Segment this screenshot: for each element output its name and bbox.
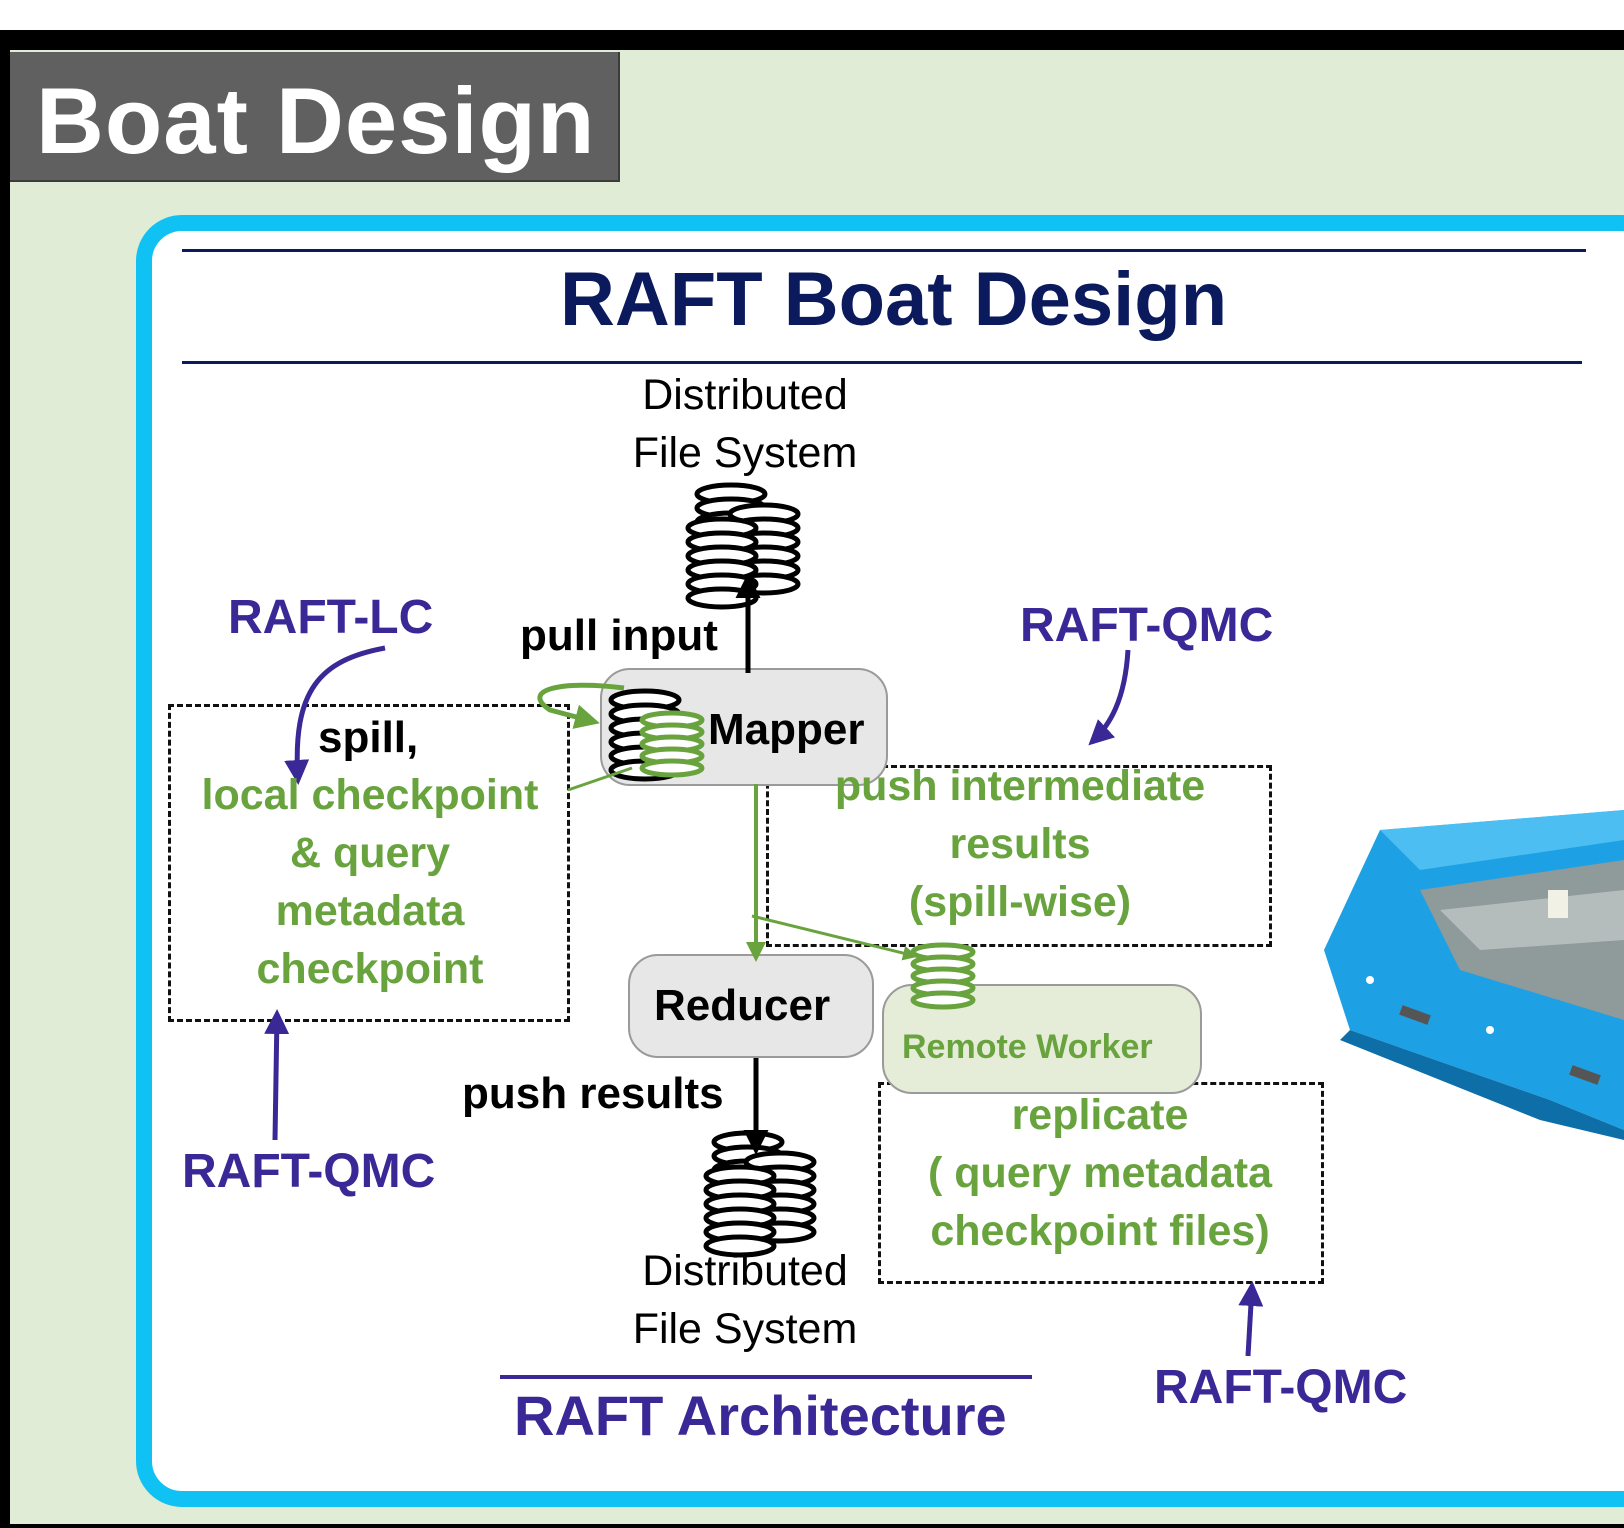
- local-checkpoint-line-4: checkpoint: [256, 945, 484, 993]
- push-intermediate-line-3: (spill-wise): [908, 878, 1132, 926]
- raft-boat-photo: [1324, 810, 1624, 1140]
- dfs-top-line-2: File System: [632, 429, 858, 477]
- dfs-bottom-disk-icon: [706, 1133, 814, 1255]
- raft-lc-label: RAFT-LC: [228, 591, 434, 644]
- raft-qmc-bottom-label: RAFT-QMC: [1154, 1361, 1408, 1414]
- spill-label: spill,: [318, 713, 419, 762]
- local-checkpoint-box: [168, 704, 570, 1022]
- raft-qmc-bottom-arrow: [1238, 1281, 1264, 1357]
- remote-worker-disk-icon: [913, 945, 973, 1007]
- reducer-label: Reducer: [654, 981, 831, 1030]
- dfs-bottom-label: Distributed File System: [610, 1242, 880, 1358]
- spill-loop-arrow: [537, 682, 625, 729]
- dfs-top-disk-icon: [688, 485, 798, 607]
- remote-worker-label: Remote Worker: [902, 1028, 1153, 1066]
- local-checkpoint-line-3: metadata: [275, 887, 465, 935]
- replicate-text: replicate ( query metadata checkpoint fi…: [880, 1086, 1320, 1260]
- dfs-top-label: Distributed File System: [610, 366, 880, 482]
- raft-lc-arrow: [284, 645, 386, 785]
- to-remote-worker-arrow: [751, 914, 918, 961]
- top-strip: [0, 0, 1624, 30]
- dfs-top-line-1: Distributed: [642, 371, 848, 419]
- architecture-caption-rule: [500, 1375, 1032, 1379]
- pull-input-label: pull input: [520, 611, 718, 660]
- local-checkpoint-line-2: & query: [289, 829, 451, 877]
- raft-qmc-top-label: RAFT-QMC: [1020, 599, 1274, 652]
- push-intermediate-text: push intermediate results (spill-wise): [770, 757, 1270, 931]
- architecture-caption: RAFT Architecture: [514, 1384, 1007, 1447]
- title-rule-bottom: [182, 361, 1582, 364]
- push-intermediate-line-1: push intermediate: [834, 762, 1206, 810]
- replicate-line-3: checkpoint files): [930, 1207, 1270, 1255]
- diagram-title: RAFT Boat Design: [560, 257, 1228, 342]
- replicate-line-2: ( query metadata: [927, 1149, 1273, 1197]
- local-checkpoint-text: local checkpoint & query metadata checkp…: [170, 766, 570, 998]
- dfs-bottom-line-2: File System: [632, 1305, 858, 1353]
- slide-title-box: [10, 52, 620, 182]
- push-results-label: push results: [462, 1069, 724, 1118]
- raft-qmc-top-arrow: [1088, 649, 1131, 746]
- local-checkpoint-line-1: local checkpoint: [201, 771, 539, 819]
- dfs-bottom-line-1: Distributed: [642, 1247, 848, 1295]
- raft-qmc-left-label: RAFT-QMC: [182, 1145, 436, 1198]
- raft-qmc-left-arrow: [264, 1009, 290, 1141]
- checkpoint-link-line: [567, 766, 633, 792]
- title-rule-top: [182, 249, 1586, 252]
- push-intermediate-box: [766, 765, 1272, 947]
- mapper-label: Mapper: [708, 705, 865, 754]
- slide-title: Boat Design: [36, 68, 596, 173]
- push-intermediate-line-2: results: [949, 820, 1091, 868]
- replicate-line-1: replicate: [1011, 1091, 1189, 1139]
- mapper-disk-icon: [611, 691, 702, 779]
